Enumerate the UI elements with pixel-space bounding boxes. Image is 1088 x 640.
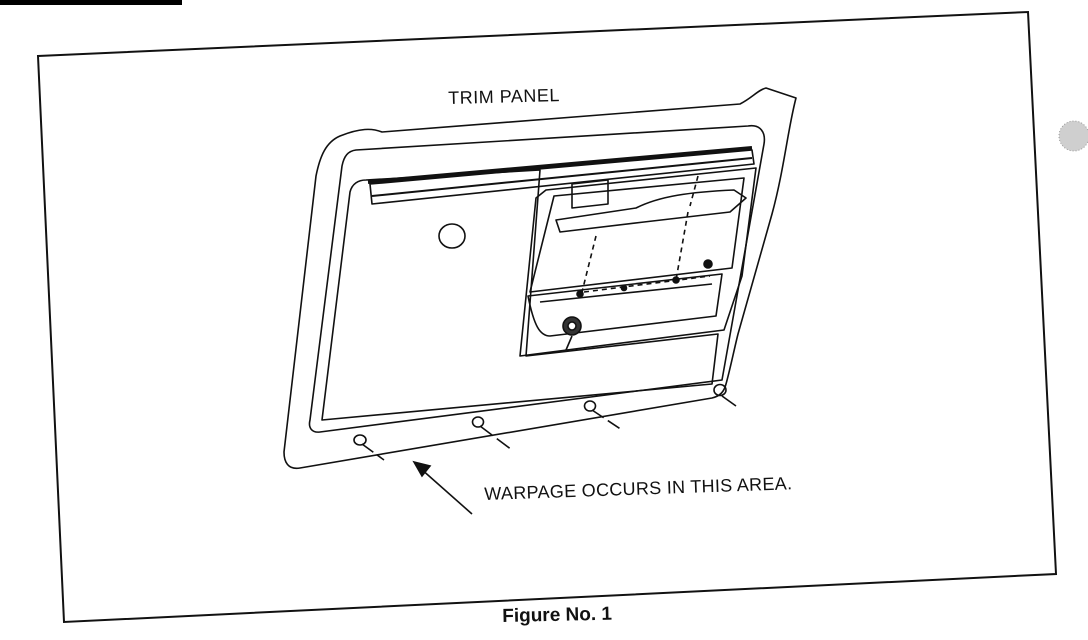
halftone-dot-mark — [1058, 120, 1088, 152]
trim-panel-drawing — [283, 87, 797, 470]
trim-panel-recess — [321, 169, 719, 421]
figure-caption: Figure No. 1 — [502, 603, 613, 627]
alignment-line-3 — [583, 275, 711, 293]
round-grille — [438, 223, 466, 249]
tray-screw-hole-1 — [576, 290, 584, 298]
alignment-line-2 — [675, 211, 689, 281]
armrest-recess-inner — [529, 177, 745, 293]
bottom-fastener-1 — [353, 434, 385, 461]
trim-panel-outline — [283, 87, 797, 470]
alignment-line-1 — [581, 235, 597, 293]
tray-screw-hole-3 — [672, 276, 680, 284]
belt-rail-top-edge — [367, 146, 753, 184]
belt-rail — [369, 149, 755, 205]
pull-handle-bezel — [571, 179, 609, 209]
pull-handle — [555, 189, 747, 233]
belt-rail-stripe — [371, 157, 753, 197]
bottom-fastener-3 — [583, 400, 623, 431]
trim-panel-inner-rim — [308, 124, 766, 433]
armrest-recess-frame — [519, 167, 757, 357]
page-frame — [36, 10, 1058, 624]
alignment-line-4 — [689, 175, 699, 207]
warpage-arrow — [412, 460, 473, 515]
trim-panel-label: TRIM PANEL — [448, 85, 561, 108]
lower-retainer-clip — [562, 316, 582, 351]
armrest-tray-lip — [539, 283, 713, 303]
armrest-tray — [527, 273, 723, 337]
scan-edge-bar — [0, 0, 182, 5]
tray-screw-hole-2 — [620, 284, 628, 292]
bottom-fastener-4 — [713, 383, 737, 407]
tray-clip — [703, 259, 713, 269]
bottom-fastener-2 — [471, 416, 513, 451]
